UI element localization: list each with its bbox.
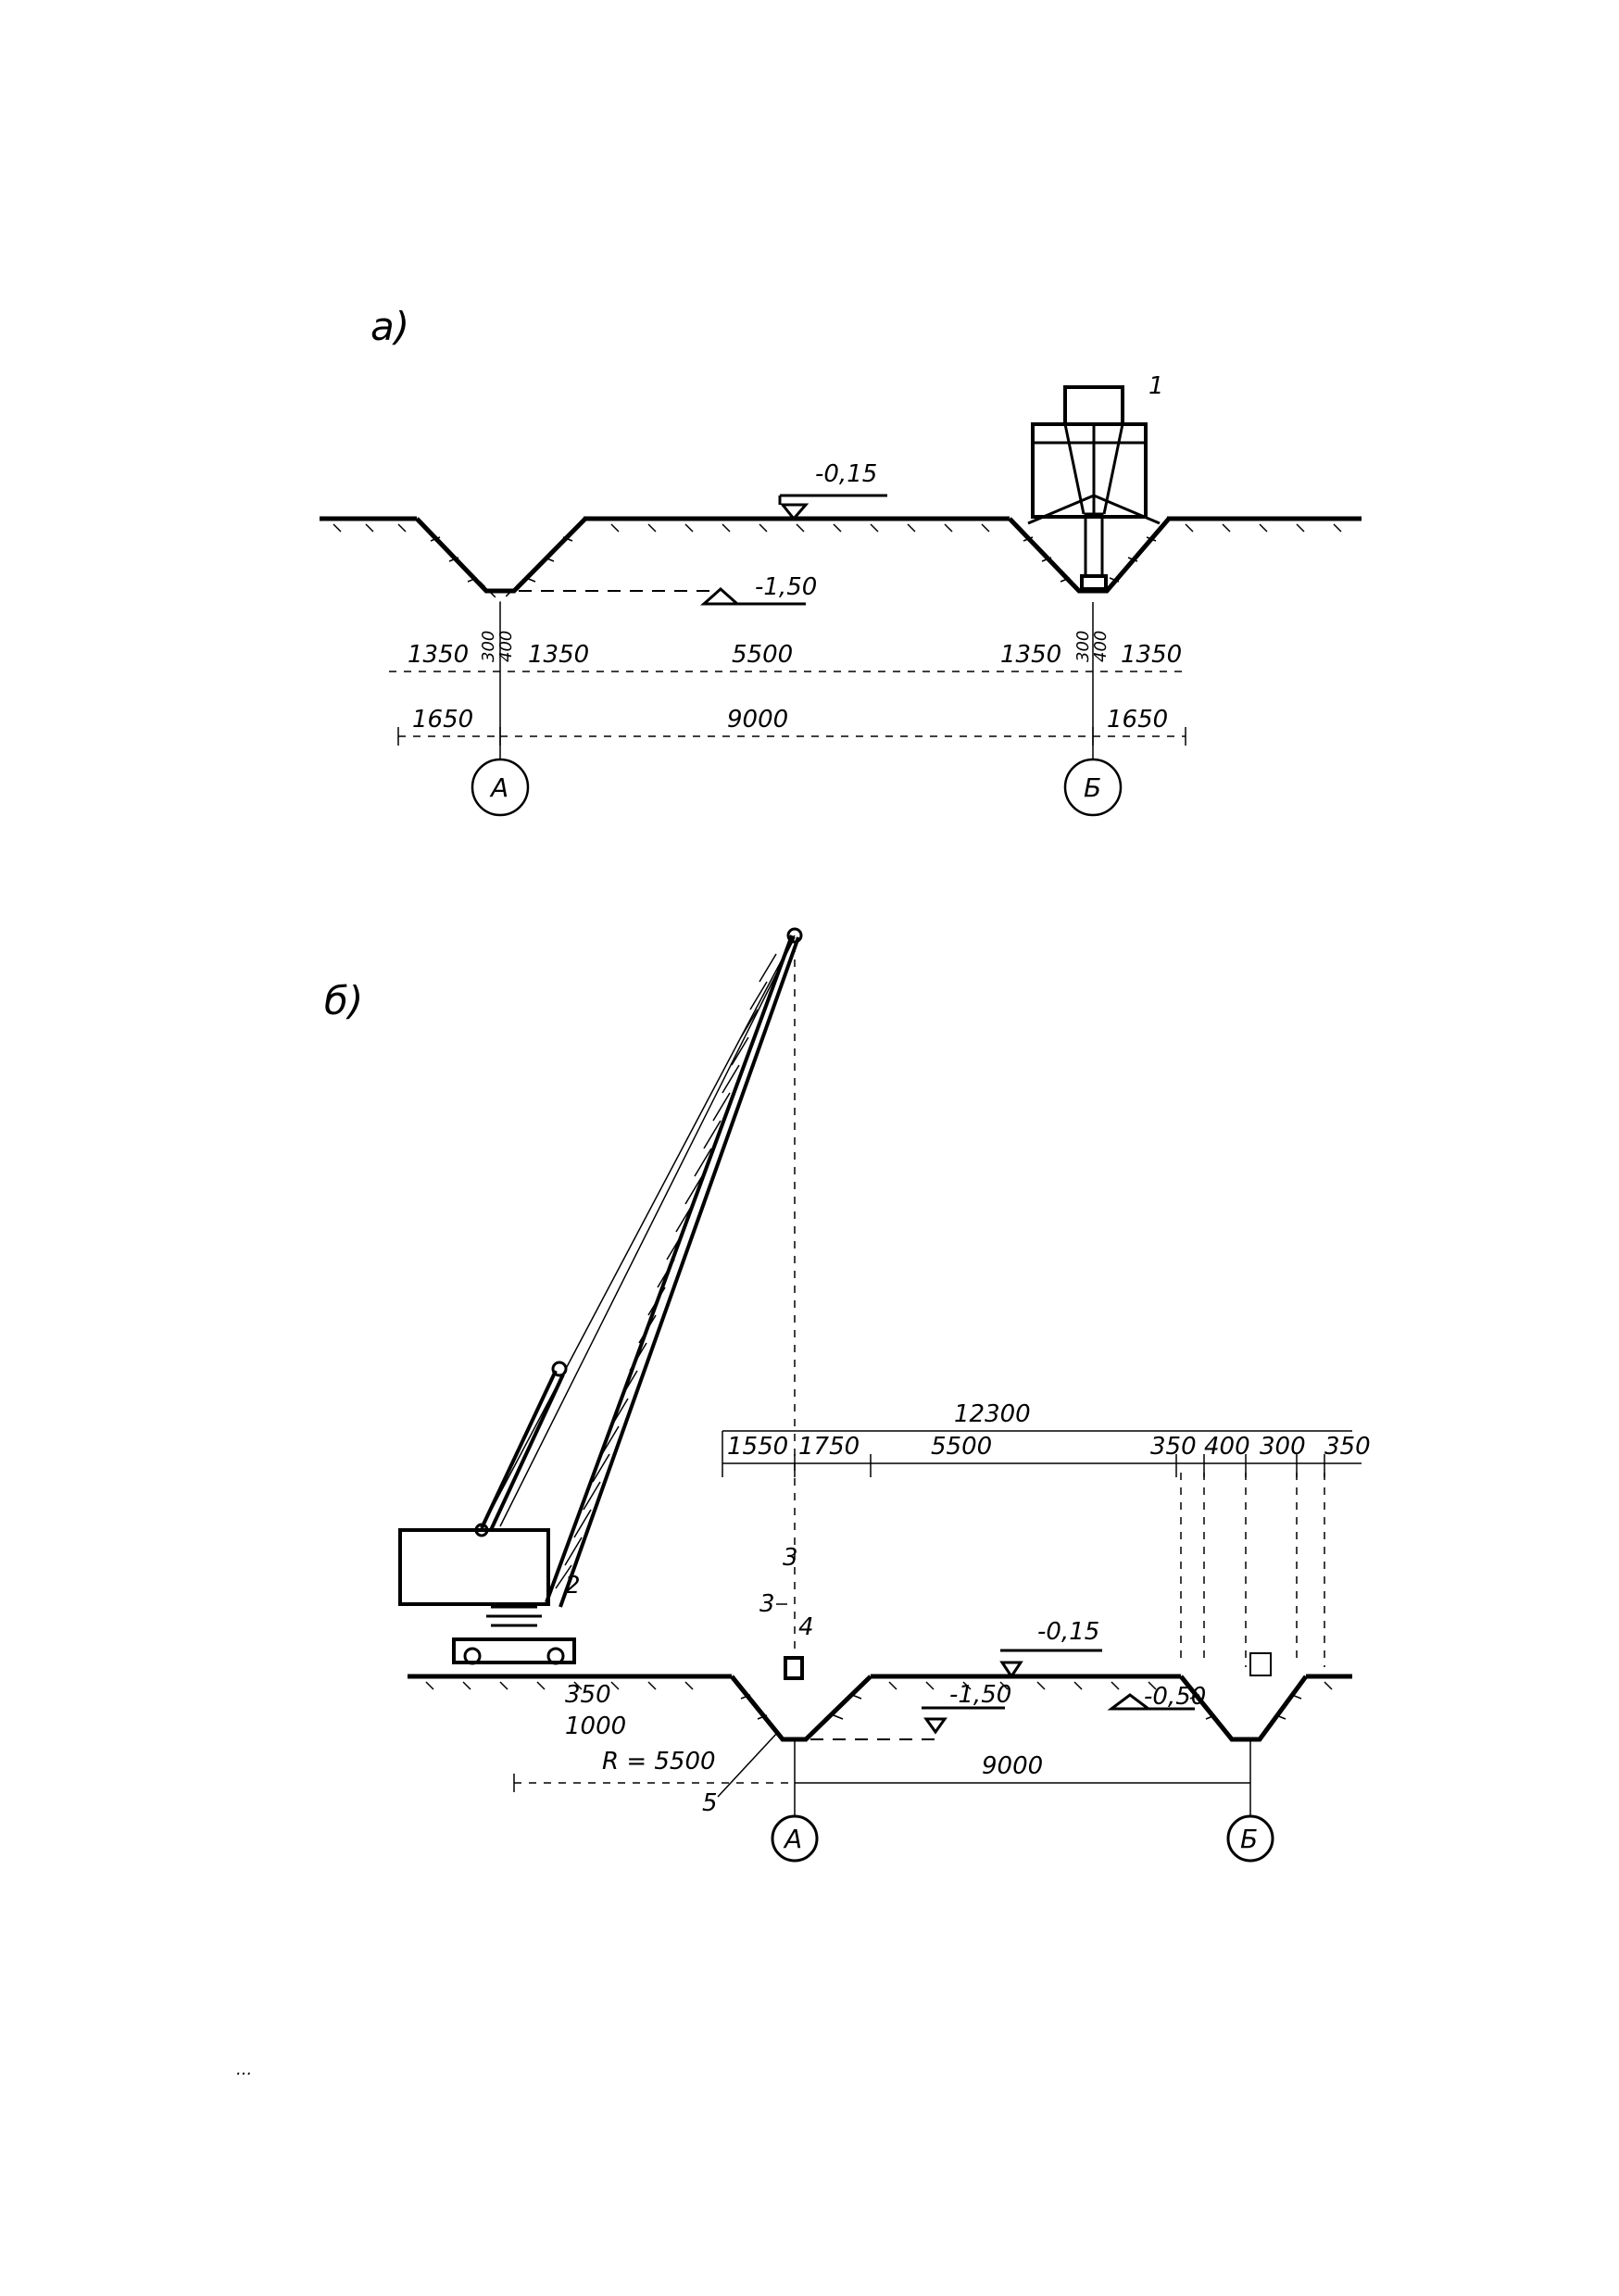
footer-mark: ... [236, 2060, 252, 2079]
callout-5: 5 [702, 1789, 718, 1817]
level-mid-b: -1,50 [949, 1681, 1011, 1709]
figure-a-label: а) [370, 304, 409, 349]
trench-right-b [1179, 1652, 1309, 1742]
level-bottom-a: -1,50 [755, 573, 817, 601]
dim-line-segments-b [722, 1431, 1362, 1477]
level-mark-top-a [778, 494, 887, 521]
dim-b-1000: 1000 [565, 1713, 626, 1740]
projection-lines-b [1180, 1473, 1325, 1667]
dim-a-right-slope-2: 1350 [1121, 641, 1182, 669]
axis-a-left-label: А [489, 772, 508, 803]
ground-line-b [408, 1674, 1352, 1690]
dim-a-middle-1: 5500 [732, 641, 793, 669]
figure-b-label: б) [324, 978, 363, 1023]
figure-a: а) 1 -0,15 [320, 304, 1362, 817]
level-top-a: -0,15 [815, 460, 877, 488]
dim-b-span: 9000 [982, 1752, 1043, 1780]
dim-b-seg-7: 350 [1324, 1433, 1371, 1461]
level-mark-mid-b [810, 1706, 1005, 1740]
machine-1 [1027, 385, 1161, 591]
callout-3a: 3 [783, 1544, 798, 1572]
callout-4: 4 [798, 1613, 814, 1641]
dim-b-seg-2: 1750 [798, 1433, 860, 1461]
dim-b-350: 350 [565, 1681, 611, 1709]
dim-a-left-slope-2: 1350 [528, 641, 589, 669]
level-right-b: -0,50 [1144, 1683, 1206, 1711]
dim-a-left-2: 1650 [412, 706, 473, 734]
dim-a-right-bottom-2: 400 [1091, 631, 1111, 662]
dim-a-left-bottom-1: 300 [479, 631, 498, 662]
dim-a-right-bottom-1: 300 [1073, 631, 1093, 662]
level-top-b: -0,15 [1037, 1618, 1099, 1646]
axis-marker-a-left [471, 602, 530, 817]
level-mark-bottom-a [519, 586, 806, 606]
axis-marker-b-right [1226, 1814, 1274, 1863]
callout-1: 1 [1148, 372, 1164, 400]
ground-line-a [320, 516, 1362, 533]
dim-a-middle-2: 9000 [727, 706, 788, 734]
dim-b-total: 12300 [954, 1400, 1031, 1428]
dim-a-left-slope-1: 1350 [408, 641, 469, 669]
dim-b-seg-6: 300 [1260, 1433, 1306, 1461]
callout-3b: 3 [759, 1590, 775, 1618]
crane [398, 927, 803, 1665]
axis-marker-b-left [771, 1814, 819, 1863]
dim-a-left-bottom-2: 400 [496, 631, 516, 662]
dim-b-seg-5: 400 [1204, 1433, 1250, 1461]
axis-marker-a-right [1063, 602, 1123, 817]
axis-b-right-label: Б [1240, 1824, 1258, 1854]
dim-b-seg-1: 1550 [727, 1433, 788, 1461]
dim-line-row2-a [397, 727, 1186, 746]
axis-b-left-label: А [783, 1824, 802, 1854]
dim-a-right-2: 1650 [1107, 706, 1168, 734]
dim-b-seg-3: 5500 [931, 1433, 992, 1461]
trench-left-b [730, 1656, 872, 1742]
callout-2: 2 [565, 1572, 581, 1600]
trench-left-a [415, 517, 587, 603]
level-mark-right-b [1107, 1693, 1195, 1711]
figure-b: б) 2 12300 [324, 927, 1371, 1863]
axis-a-right-label: Б [1084, 772, 1101, 803]
level-mark-top-b [999, 1649, 1102, 1679]
dim-a-right-slope-1: 1350 [1000, 641, 1061, 669]
leader-5 [717, 1731, 779, 1798]
dim-b-seg-4: 350 [1150, 1433, 1197, 1461]
dim-b-radius: R = 5500 [602, 1748, 716, 1775]
dim-line-bottom-b [513, 1741, 1251, 1815]
